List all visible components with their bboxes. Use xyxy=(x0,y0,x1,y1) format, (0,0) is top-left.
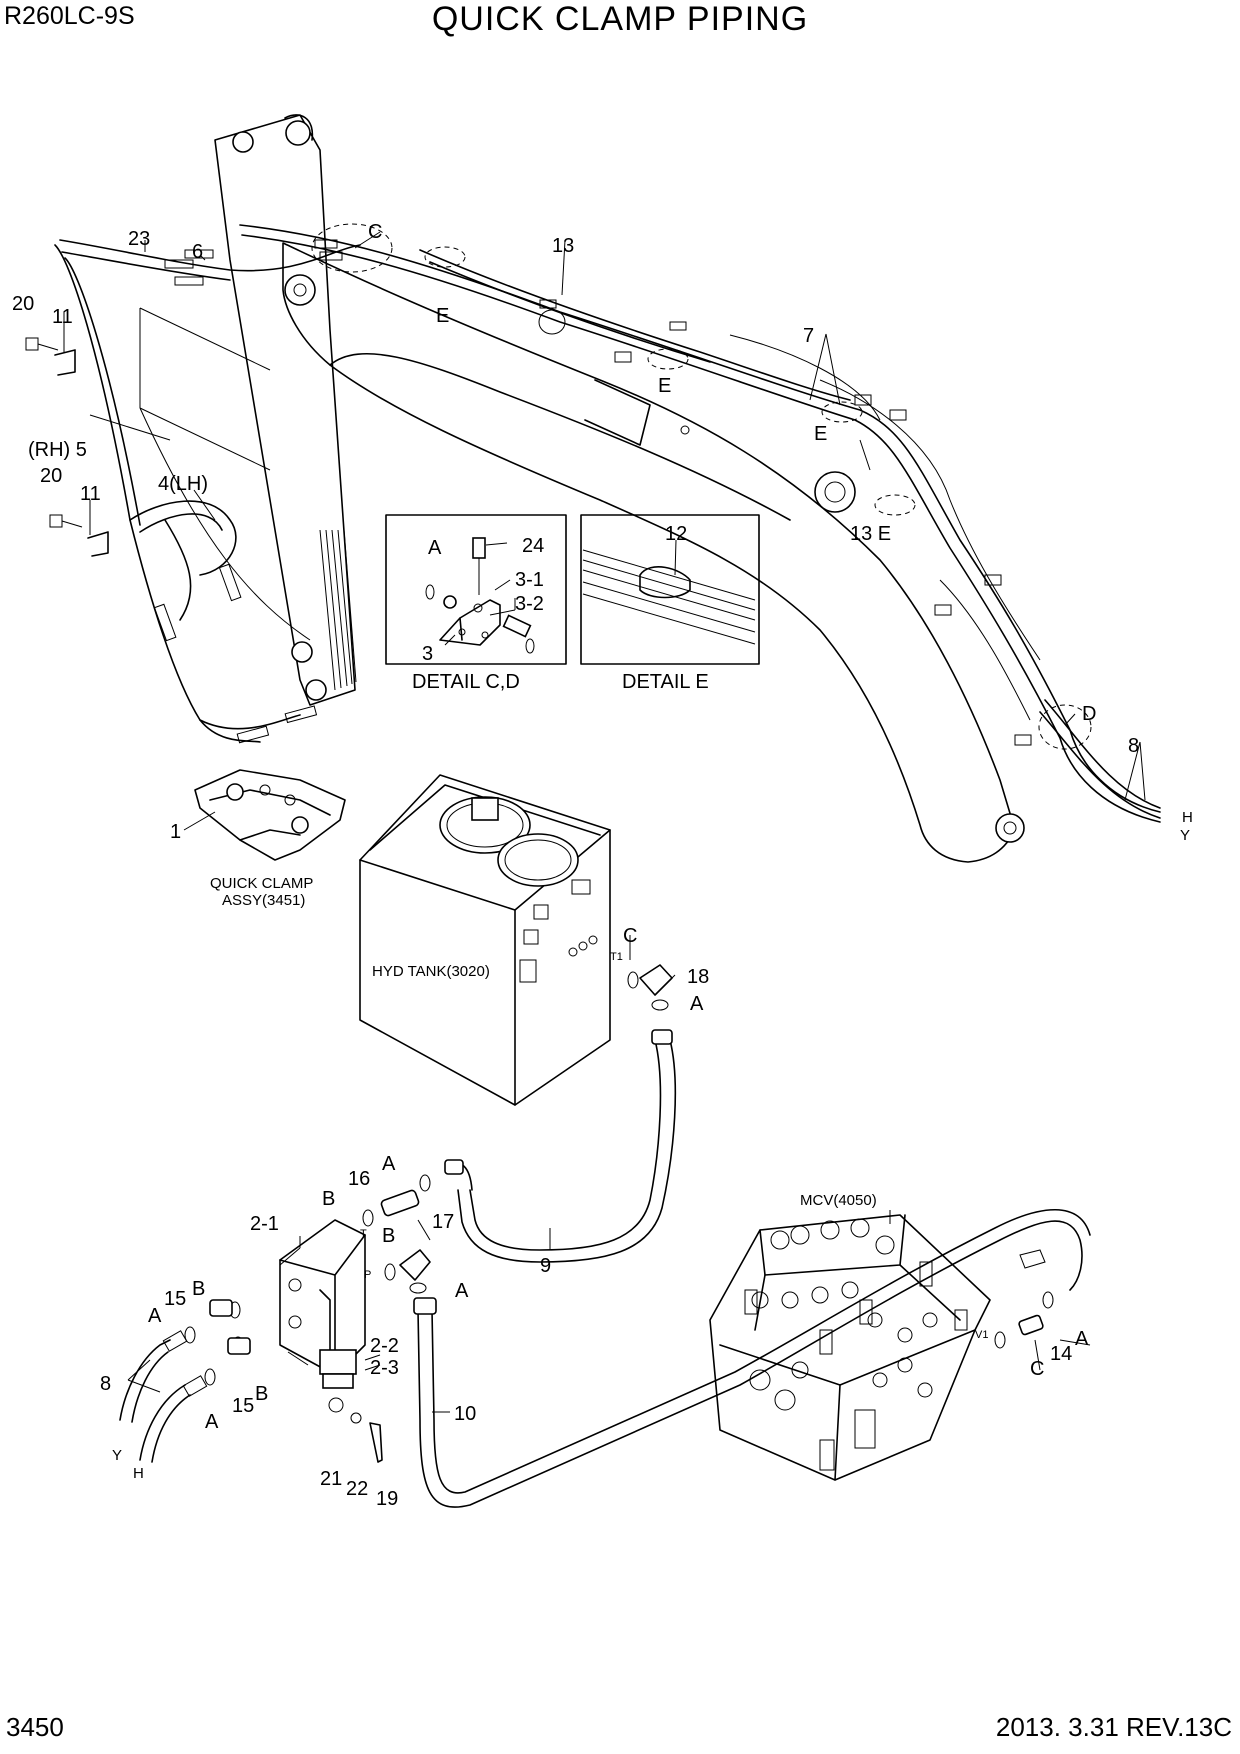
port-T: T xyxy=(360,1228,367,1240)
callout-22: 22 xyxy=(346,1478,368,1500)
detail-cd-box xyxy=(385,514,567,665)
callout-E-3: E xyxy=(814,423,827,445)
hyd-tank xyxy=(359,774,611,1106)
callout-12: 12 xyxy=(665,523,687,545)
callout-D: D xyxy=(1082,703,1096,725)
page-number: 3450 xyxy=(6,1712,64,1742)
label-Y-lower: Y xyxy=(112,1447,122,1464)
callout-11-upper: 11 xyxy=(52,306,73,328)
callout-20-upper: 20 xyxy=(12,293,34,315)
detail-e-box xyxy=(580,514,760,665)
mcv-label: MCV(4050) xyxy=(800,1192,877,1209)
mcv xyxy=(709,1214,991,1481)
callout-10: 10 xyxy=(454,1403,476,1425)
callout-21: 21 xyxy=(320,1468,342,1490)
callout-1: 1 xyxy=(170,821,181,843)
callout-E-1: E xyxy=(436,305,449,327)
hose-9 xyxy=(444,1029,677,1263)
callout-A-17: A xyxy=(455,1280,469,1302)
model-number: R260LC-9S xyxy=(4,2,135,30)
solenoid-valve xyxy=(279,1219,366,1389)
callout-24: 24 xyxy=(522,535,544,557)
callout-3: 3 xyxy=(422,643,433,665)
callout-8-lower: 8 xyxy=(100,1373,111,1395)
label-H-lower: H xyxy=(133,1465,144,1482)
callout-A-lower: A xyxy=(205,1411,219,1433)
callout-C-tank: C xyxy=(623,925,637,947)
callout-3-1: 3-1 xyxy=(515,569,544,591)
arm xyxy=(139,114,357,706)
callout-A-tank: A xyxy=(690,993,704,1015)
callout-6: 6 xyxy=(192,241,203,263)
callout-9: 9 xyxy=(540,1255,551,1277)
callout-A-mcv: A xyxy=(1075,1328,1089,1350)
port-T1: T1 xyxy=(610,951,623,963)
hyd-tank-label: HYD TANK(3020) xyxy=(372,963,490,980)
callout-B-16: B xyxy=(322,1188,335,1210)
callout-15-lower: 15 xyxy=(232,1395,254,1417)
page-title: QUICK CLAMP PIPING xyxy=(431,0,809,38)
valve-fittings xyxy=(119,964,673,1463)
callout-B-15-upper: B xyxy=(192,1278,205,1300)
quick-clamp-assy xyxy=(194,769,346,861)
callout-2-2: 2-2 xyxy=(370,1335,399,1357)
label-Y-top: Y xyxy=(1180,827,1190,844)
callout-18: 18 xyxy=(687,966,709,988)
callout-A-16: A xyxy=(382,1153,396,1175)
callout-13-E: 13 E xyxy=(850,523,891,545)
callout-13-top: 13 xyxy=(552,235,574,257)
callout-3-2: 3-2 xyxy=(515,593,544,615)
callout-A-detail: A xyxy=(428,537,442,559)
boom-pipes xyxy=(59,223,1161,823)
boom xyxy=(282,242,1025,863)
callout-7: 7 xyxy=(803,325,814,347)
arm-hoses xyxy=(54,244,318,744)
quick-clamp-label-1: QUICK CLAMP xyxy=(210,875,313,892)
bracket-clips xyxy=(25,337,109,557)
hose-10 xyxy=(413,1208,1091,1508)
callout-C-top: C xyxy=(368,221,382,243)
callout-4: 4(LH) xyxy=(158,473,208,495)
quick-clamp-label-2: ASSY(3451) xyxy=(222,892,305,909)
callout-2-3: 2-3 xyxy=(370,1357,399,1379)
callout-5: (RH) 5 xyxy=(28,439,87,461)
leader-lines xyxy=(63,231,1146,1413)
callout-23: 23 xyxy=(128,228,150,250)
callout-2-1: 2-1 xyxy=(250,1213,279,1235)
callout-B-15-lower: B xyxy=(255,1383,268,1405)
port-V1: V1 xyxy=(975,1329,988,1341)
port-P: P xyxy=(364,1269,371,1281)
callout-C-mcv: C xyxy=(1030,1358,1044,1380)
callout-16: 16 xyxy=(348,1168,370,1190)
callouts: 23 6 20 11 (RH) 5 4(LH) 20 11 1 QUICK CL… xyxy=(12,221,1193,1510)
revision-date: 2013. 3.31 REV.13C xyxy=(995,1712,1232,1742)
callout-19: 19 xyxy=(376,1488,398,1510)
label-H-top: H xyxy=(1182,809,1193,826)
callout-11-lower: 11 xyxy=(80,483,101,505)
callout-17: 17 xyxy=(432,1211,454,1233)
callout-A-left: A xyxy=(148,1305,162,1327)
detail-cd-label: DETAIL C,D xyxy=(412,671,520,693)
callout-8-top: 8 xyxy=(1128,735,1139,757)
callout-20-lower: 20 xyxy=(40,465,62,487)
callout-E-2: E xyxy=(658,375,671,397)
callout-14: 14 xyxy=(1050,1343,1072,1365)
callout-B-17: B xyxy=(382,1225,395,1247)
detail-e-label: DETAIL E xyxy=(622,671,709,693)
callout-15-upper: 15 xyxy=(164,1288,186,1310)
